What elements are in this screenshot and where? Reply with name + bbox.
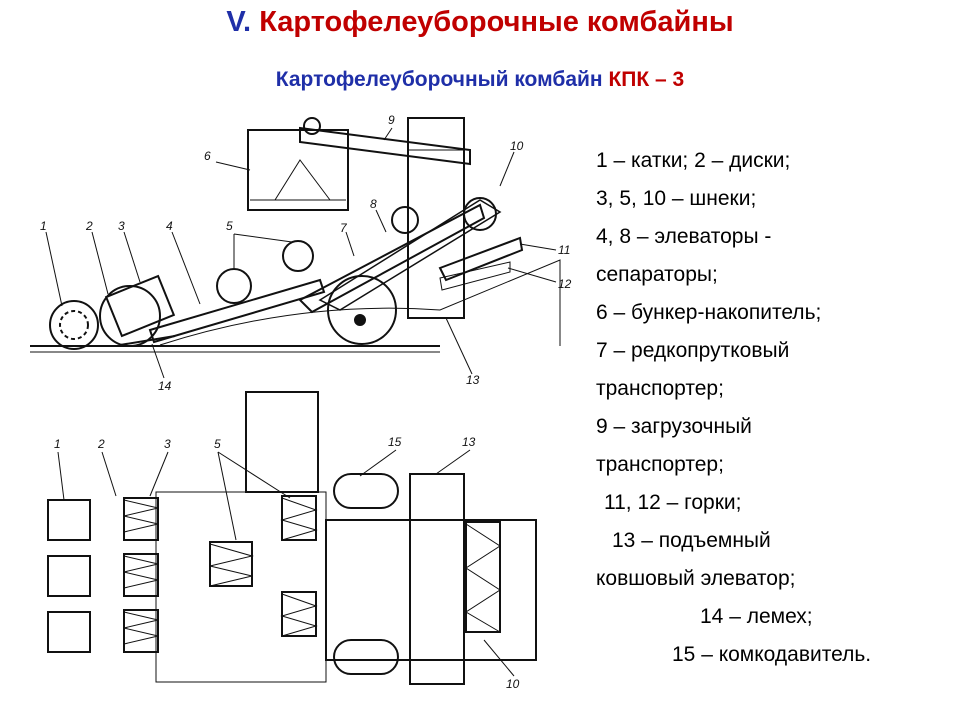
plan-leader-lines — [57, 449, 515, 677]
plan-label-2: 2 — [97, 437, 105, 451]
plan-label-10: 10 — [506, 677, 520, 691]
conveyor-roller — [303, 117, 321, 135]
side-labels: 1 2 3 4 5 6 7 8 9 10 11 12 13 14 — [40, 113, 572, 393]
main-wheel — [327, 275, 397, 345]
label-12: 12 — [558, 277, 572, 291]
auger-housing — [104, 274, 176, 338]
plan-row — [47, 553, 159, 597]
label-6: 6 — [204, 149, 211, 163]
plan-elevator-frame — [325, 519, 537, 661]
title-text: Картофелеуборочные комбайны — [259, 6, 734, 38]
elevator-separator-8 — [318, 199, 502, 311]
auger-5-right — [282, 240, 314, 272]
soil-heap — [159, 259, 561, 346]
label-9: 9 — [388, 113, 395, 127]
legend-line: сепараторы; — [596, 263, 718, 286]
legend-line: транспортер; — [596, 453, 724, 476]
plan-view: 1 2 3 5 15 13 10 — [47, 391, 537, 691]
hopper-load — [274, 159, 331, 201]
plan-auger-5 — [281, 591, 317, 637]
subtitle-text: Картофелеуборочный комбайн — [275, 68, 603, 91]
plan-roller-bottom — [333, 639, 399, 675]
legend-line: 15 – комкодавитель. — [672, 643, 872, 666]
plan-label-3: 3 — [164, 437, 171, 451]
legend-line: 4, 8 – элеваторы - — [596, 225, 772, 248]
label-7: 7 — [340, 221, 348, 235]
plan-auger-3 — [123, 497, 159, 541]
label-8: 8 — [370, 197, 377, 211]
slide-11 — [438, 236, 524, 282]
loading-conveyor — [299, 126, 471, 166]
plan-label-15: 15 — [388, 435, 402, 449]
plan-roller-1 — [47, 499, 91, 541]
plan-row — [47, 497, 159, 541]
plan-label-1: 1 — [54, 437, 61, 451]
label-14: 14 — [158, 379, 172, 393]
plan-auger-3 — [123, 609, 159, 653]
plan-auger-3 — [123, 553, 159, 597]
legend-line: ковшовый элеватор; — [596, 567, 796, 590]
legend-line: 7 – редкопрутковый — [596, 339, 790, 362]
plan-labels: 1 2 3 5 15 13 10 — [54, 435, 520, 691]
label-3: 3 — [118, 219, 125, 233]
plan-auger-5 — [281, 495, 317, 541]
label-2: 2 — [85, 219, 93, 233]
legend-line: 1 – катки; 2 – диски; — [596, 149, 791, 172]
plan-row — [47, 609, 159, 653]
label-10: 10 — [510, 139, 524, 153]
side-view: 1 2 3 4 5 6 7 8 9 10 11 12 13 14 — [30, 113, 572, 393]
storage-hopper — [247, 129, 349, 211]
auger-10 — [463, 197, 497, 231]
legend-line: 9 – загрузочный — [596, 415, 752, 438]
label-13: 13 — [466, 373, 480, 387]
legend-line: 3, 5, 10 – шнеки; — [596, 187, 757, 210]
slide-subtitle: Картофелеуборочный комбайн КПК – 3 — [0, 68, 960, 92]
label-11: 11 — [558, 243, 570, 257]
plan-roller-1 — [47, 555, 91, 597]
roller-wheel-inner — [59, 310, 89, 340]
plan-roller-top — [333, 473, 399, 509]
label-5: 5 — [226, 219, 233, 233]
roller-wheel — [49, 300, 99, 350]
title-number: V. — [226, 6, 252, 38]
legend-list: 1 – катки; 2 – диски; 3, 5, 10 – шнеки; … — [596, 142, 956, 674]
slide-12 — [439, 261, 511, 291]
elevator-separator-4 — [148, 278, 326, 344]
subtitle-model: КПК – 3 — [608, 68, 685, 91]
plan-auger-5 — [209, 541, 253, 587]
idler-roller — [391, 206, 419, 234]
side-leader-lines — [45, 127, 557, 379]
label-1: 1 — [40, 219, 47, 233]
label-4: 4 — [166, 219, 173, 233]
plan-label-5: 5 — [214, 437, 221, 451]
legend-line: 6 – бункер-накопитель; — [596, 301, 822, 324]
main-wheel-hub — [354, 314, 366, 326]
share-blade — [119, 335, 176, 346]
plan-bucket-elevator — [409, 473, 465, 685]
plan-auger-10 — [465, 521, 501, 633]
disc-wheel — [99, 285, 161, 347]
legend-line: 13 – подъемный — [612, 529, 771, 552]
auger-5-left — [216, 268, 252, 304]
legend-line: 11, 12 – горки; — [604, 491, 742, 514]
plan-roller-1 — [47, 611, 91, 653]
slide-title: V. Картофелеуборочные комбайны — [0, 6, 960, 39]
legend-line: 14 – лемех; — [700, 605, 813, 628]
plan-label-13: 13 — [462, 435, 476, 449]
legend-line: транспортер; — [596, 377, 724, 400]
